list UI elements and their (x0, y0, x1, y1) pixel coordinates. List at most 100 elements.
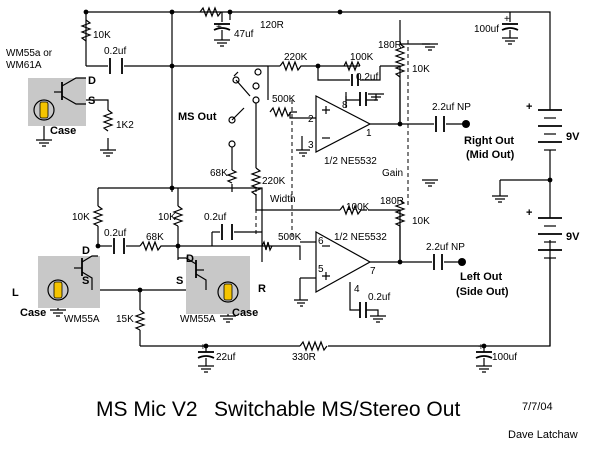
battery-bottom (538, 210, 562, 346)
label-left-out-sub: (Side Out) (456, 286, 509, 298)
capacitor-02uf-mid-symbol (221, 224, 233, 240)
label-c-02-mid: 0.2uf (204, 212, 226, 223)
label-battery-top: 9V (566, 131, 580, 143)
resistor-100k-bot-symbol (339, 204, 367, 216)
label-opamp-top: 1/2 NE5532 (324, 156, 377, 167)
label-pin-2: 2 (308, 114, 314, 125)
label-pin-3: 3 (308, 140, 314, 151)
label-r-100k-fb: 100K (350, 52, 374, 63)
capacitor-100uf-bot-symbol (475, 351, 493, 373)
label-right-out-sub: (Mid Out) (466, 149, 515, 161)
page-subtitle: Switchable MS/Stereo Out (214, 398, 460, 421)
resistor-68k-sw-symbol (226, 169, 238, 184)
label-r-10k-top: 10K (412, 64, 430, 75)
label-c-47uf: 47uf (234, 29, 254, 40)
label-r-100k-bot: 100K (346, 202, 370, 213)
capacitor-02uf-bot-symbol (359, 302, 386, 323)
label-c-02-fb: 0.2uf (356, 72, 378, 83)
resistor-220k-fb-symbol (279, 60, 308, 72)
resistor-10k-left-symbol (92, 205, 104, 227)
label-mic-right-type: WM55A (180, 314, 216, 325)
label-battery-bot-plus: + (526, 207, 532, 219)
label-c-22-plus: + (200, 342, 206, 353)
label-left-out: Left Out (460, 271, 502, 283)
capacitor-02uf-fb-symbol (351, 74, 359, 86)
resistor-500k-top-symbol (269, 106, 297, 118)
label-mic-mid-case: Case (50, 125, 76, 137)
label-r-220k-width: 220K (262, 176, 286, 187)
resistor-330r-symbol (299, 340, 328, 352)
resistor-10k-trim-bot-symbol (394, 199, 406, 227)
label-mic-left-l: L (12, 287, 19, 299)
label-ms-out: MS Out (178, 111, 217, 123)
label-r-10k-mid: 10K (158, 212, 176, 223)
label-mic-left-s: S (82, 275, 89, 287)
label-mic-left-type: WM55A (64, 314, 100, 325)
text-labels: 10K 120R 47uf 100uf WM55a or WM61A 0.2uf… (6, 14, 580, 441)
label-c-02-left: 0.2uf (104, 228, 126, 239)
label-r-15k: 15K (116, 314, 134, 325)
capacitor-22uf-symbol (197, 351, 215, 373)
label-right-out: Right Out (464, 135, 514, 147)
label-c-100uf-bot: 100uf (492, 352, 517, 363)
resistor-10k-trim-top-symbol (394, 43, 406, 78)
capacitor-symbols (109, 12, 519, 373)
opamp-bottom (300, 230, 372, 294)
label-pin-6: 6 (318, 236, 324, 247)
ground-symbols (36, 43, 508, 323)
label-c-22uf: 22uf (216, 352, 236, 363)
resistor-10k-top-symbol (80, 19, 92, 42)
resistor-100k-fb-symbol (343, 60, 361, 72)
label-mic-mid-line1: WM55a or (6, 48, 53, 59)
label-r-10k-left: 10K (72, 212, 90, 223)
label-mic-mid-s: S (88, 95, 95, 107)
junctions (83, 9, 553, 349)
resistor-15k-symbol (134, 309, 146, 331)
resistor-symbols (80, 6, 406, 352)
label-mic-left-case: Case (20, 307, 46, 319)
label-r-10k-bot: 10K (412, 216, 430, 227)
ms-out-switch[interactable] (228, 68, 262, 148)
label-r-500k-top: 500K (272, 94, 296, 105)
resistor-220k-width-symbol (250, 167, 262, 196)
capacitor-100uf-top-symbol (501, 23, 519, 45)
label-c-22uf-np-bot: 2.2uf NP (426, 242, 465, 253)
label-c-100-top-plus: + (504, 14, 510, 25)
label-mic-right-s: S (176, 275, 183, 287)
label-r-330r: 330R (292, 352, 316, 363)
control-linkages (255, 40, 409, 240)
label-battery-bottom: 9V (566, 231, 580, 243)
label-opamp-bot: 1/2 NE5532 (334, 232, 387, 243)
author-label: Dave Latchaw (508, 429, 578, 441)
label-pin-4: 4 (354, 284, 360, 295)
label-c-22uf-np-top: 2.2uf NP (432, 102, 471, 113)
label-r-180r-bot: 180R (380, 196, 404, 207)
resistor-1k2-symbol (102, 109, 114, 132)
opamp-top (315, 95, 372, 153)
page-title: MS Mic V2 (96, 398, 198, 421)
label-r-120r: 120R (260, 20, 284, 31)
resistor-68k-bot-symbol (139, 240, 168, 252)
capacitor-02uf-pwr-top-symbol (345, 92, 384, 106)
label-mic-mid-line2: WM61A (6, 60, 42, 71)
label-c-47-plus: + (216, 22, 222, 33)
resistor-120r-symbol (199, 6, 222, 18)
mic-right (178, 256, 250, 314)
resistor-500k-bot-symbol (261, 240, 273, 252)
label-r-220k-fb: 220K (284, 52, 308, 63)
mic-mid (28, 77, 86, 126)
capacitor-02uf-top-symbol (109, 58, 123, 74)
resistor-10k-mid-symbol (172, 205, 184, 227)
label-pin-7: 7 (370, 266, 376, 277)
label-c-02-bot: 0.2uf (368, 292, 390, 303)
mic-left (38, 255, 100, 308)
label-mic-right-case: Case (232, 307, 258, 319)
label-r-180r-top: 180R (378, 40, 402, 51)
label-c-100uf-top: 100uf (474, 24, 499, 35)
date-label: 7/7/04 (522, 401, 553, 413)
label-r-500k-bot: 500K (278, 232, 302, 243)
label-mic-left-d: D (82, 245, 90, 257)
label-gain: Gain (382, 168, 403, 179)
capacitor-22uf-np-bot-symbol (433, 254, 443, 270)
